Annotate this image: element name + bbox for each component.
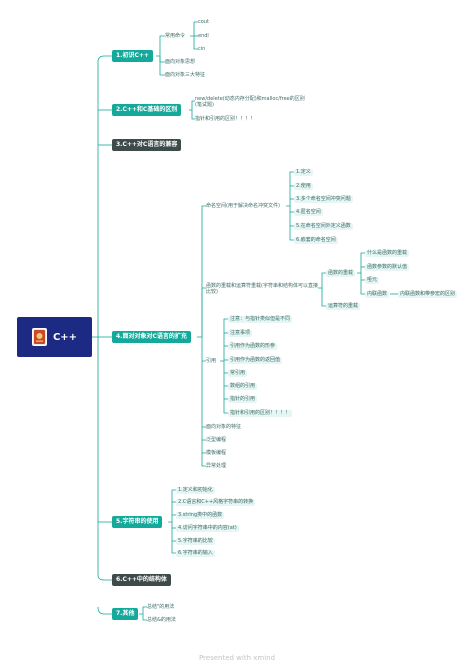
ns-item-3[interactable]: 3.多个命名空间冲突问题	[294, 196, 353, 203]
ref-item-4[interactable]: 引用作为函数的返回值	[228, 357, 283, 364]
root-title: C++	[52, 331, 78, 343]
b7-item-2[interactable]: 总结&的用法	[147, 617, 176, 623]
ref-item-8[interactable]: 指针和引用的区别！！！！	[228, 410, 293, 417]
func-overload[interactable]: 函数的重载	[326, 270, 356, 277]
b1-cmd-cin[interactable]: cin	[198, 46, 206, 52]
watermark: Presented with xmind	[198, 654, 276, 662]
branch-3[interactable]: 3.C++对C语言的兼容	[112, 139, 182, 151]
b4-overload[interactable]: 函数的重载和运算符重载(字符串和结构体可以直接比较)	[206, 283, 318, 295]
ns-item-4[interactable]: 4.匿名空间	[294, 209, 323, 216]
b1-cmd-cout[interactable]: cout	[198, 19, 209, 25]
ns-item-6[interactable]: 6.嵌套的命名空间	[294, 237, 338, 244]
b5-item-1[interactable]: 1.定义和初始化	[176, 487, 215, 494]
b4-other-2[interactable]: 泛型编程	[206, 437, 227, 443]
branch-1[interactable]: 1.初识C++	[112, 50, 153, 62]
b4-ref[interactable]: 引用	[206, 358, 217, 364]
branch-4[interactable]: 4.面对对象对C语言的扩充	[112, 331, 191, 343]
ref-item-6[interactable]: 数组的引用	[228, 383, 258, 390]
book-icon	[31, 328, 47, 346]
b4-other-3[interactable]: 模板编程	[206, 450, 227, 456]
ns-item-2[interactable]: 2.使用	[294, 183, 313, 190]
op-overload[interactable]: 运算符的重载	[326, 303, 361, 310]
b5-item-5[interactable]: 5.字符串的比较	[176, 538, 215, 545]
b1-oop-idea[interactable]: 面向对象思想	[165, 59, 196, 65]
ref-item-2[interactable]: 注意事项	[228, 330, 253, 337]
b5-item-4[interactable]: 4.访问字符串中的内容(at)	[176, 525, 239, 532]
ref-item-1[interactable]: 注意：与指针类似但是不同	[228, 316, 293, 323]
b5-item-3[interactable]: 3.string类中的函数	[176, 512, 225, 519]
fo-item-4[interactable]: 内联函数	[365, 291, 390, 298]
b1-oop-features[interactable]: 面向对象三大特征	[165, 72, 206, 78]
b1-common-cmd[interactable]: 常用命令	[165, 33, 186, 39]
b4-namespace[interactable]: 命名空间(用于解决命名冲突文件)	[206, 203, 280, 209]
ns-item-1[interactable]: 1.定义	[294, 169, 313, 176]
b4-other-1[interactable]: 面向对象的特征	[206, 424, 242, 430]
fo-item-3[interactable]: 哑元	[365, 277, 380, 284]
b5-item-6[interactable]: 6.字符串的输入	[176, 550, 215, 557]
fo-item-2[interactable]: 函数参数的默认值	[365, 264, 410, 271]
branch-7[interactable]: 7.其他	[112, 608, 139, 620]
b4-other-4[interactable]: 异常处理	[206, 463, 227, 469]
ref-item-7[interactable]: 指针的引用	[228, 396, 258, 403]
root-node[interactable]: C++	[17, 317, 92, 357]
b7-item-1[interactable]: 总结"的用法	[147, 604, 175, 610]
fo-item-1[interactable]: 什么是函数的重载	[365, 250, 410, 257]
ref-item-3[interactable]: 引用作为函数的形参	[228, 343, 278, 350]
branch-2[interactable]: 2.C++和C基础的区别	[112, 104, 182, 116]
b2-item-2[interactable]: 指针和引用的区别！！！！	[195, 116, 256, 122]
inline-note[interactable]: 内联函数和带参宏的区别	[398, 291, 458, 298]
b5-item-2[interactable]: 2.C语言和C++风格字符串的转换	[176, 499, 256, 506]
ref-item-5[interactable]: 常引用	[228, 370, 248, 377]
b2-item-1[interactable]: new/delete(动态内存分配)和malloc/free的区别(笔试题)	[195, 96, 305, 108]
branch-6[interactable]: 6.C++中的结构体	[112, 574, 171, 586]
ns-item-5[interactable]: 5.在命名空间外定义函数	[294, 223, 353, 230]
branch-5[interactable]: 5.字符串的使用	[112, 516, 163, 528]
b1-cmd-endl[interactable]: endl	[198, 33, 209, 39]
